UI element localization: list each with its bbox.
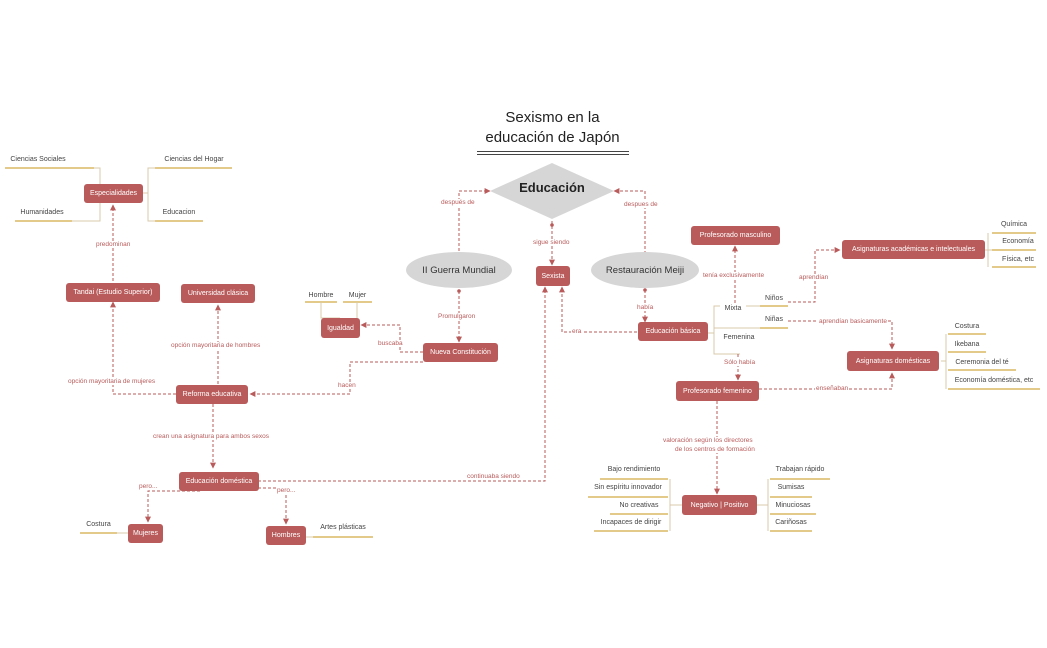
edge-label-pero-right: pero... <box>276 487 297 494</box>
node-igualdad[interactable]: Igualdad <box>321 318 360 338</box>
leaf-carinosas: Cariñosas <box>775 519 807 526</box>
leaf-ikebana: Ikebana <box>954 341 980 348</box>
edge-label-sigue-siendo: sigue siendo <box>532 239 571 246</box>
node-educacion-domestica[interactable]: Educación doméstica <box>179 472 259 491</box>
node-negativo-positivo[interactable]: Negativo | Positivo <box>682 495 757 515</box>
node-tandai[interactable]: Tandai (Estudio Superior) <box>66 283 160 302</box>
edge-label-crean-asignatura: crean una asignatura para ambos sexos <box>152 433 270 440</box>
leaf-economia: Economía <box>1002 238 1034 245</box>
leaf-ninos: Niños <box>765 295 783 302</box>
central-node-label[interactable]: Educación <box>519 180 585 195</box>
edge-label-continuaba-siendo: continuaba siendo <box>466 473 521 480</box>
leaf-artes-plasticas: Artes plásticas <box>320 524 366 531</box>
leaf-fisica: Física, etc <box>1002 256 1034 263</box>
node-mujeres[interactable]: Mujeres <box>128 524 163 543</box>
leaf-femenina: Femenina <box>719 334 759 341</box>
leaf-no-creativas: No creativas <box>619 502 659 509</box>
edge-label-habia: había <box>636 304 655 311</box>
leaf-educacion: Educacion <box>162 209 196 216</box>
edge-label-despues-de-right: despues de <box>623 201 659 208</box>
edge-label-aprendian-basicamente: aprendían basicamente <box>818 318 888 325</box>
edge-label-predominan: predominan <box>95 241 132 248</box>
edge-label-buscaba: buscaba <box>377 340 404 347</box>
node-profesorado-femenino[interactable]: Profesorado femenino <box>676 381 759 401</box>
edge-label-pero-left: pero... <box>138 483 159 490</box>
node-restauracion-meiji[interactable]: Restauración Meiji <box>591 252 699 288</box>
node-especialidades[interactable]: Especialidades <box>84 184 143 203</box>
edge-label-promulgaron: Promulgaron <box>437 313 477 320</box>
node-nueva-constitucion[interactable]: Nueva Constitución <box>423 343 498 362</box>
leaf-minuciosas: Minuciosas <box>775 502 811 509</box>
leaf-trabajan-rapido: Trabajan rápido <box>775 466 825 473</box>
node-asignaturas-domesticas[interactable]: Asignaturas domésticas <box>847 351 939 371</box>
leaf-sumisas: Sumisas <box>777 484 805 491</box>
leaf-ninas: Niñas <box>765 316 783 323</box>
leaf-ceremonia: Ceremonia del té <box>955 359 1009 366</box>
node-ii-guerra-mundial[interactable]: II Guerra Mundial <box>406 252 512 288</box>
leaf-hombre: Hombre <box>308 292 334 299</box>
central-diamond <box>490 163 614 219</box>
title-underline-1 <box>477 151 629 152</box>
edge-label-hacen: hacen <box>337 382 357 389</box>
node-asignaturas-academicas[interactable]: Asignaturas académicas e intelectuales <box>842 240 985 259</box>
node-sexista[interactable]: Sexista <box>536 266 570 286</box>
leaf-bajo-rendimiento: Bajo rendimiento <box>607 466 661 473</box>
node-profesorado-masculino[interactable]: Profesorado masculino <box>691 226 780 245</box>
leaf-ciencias-hogar: Ciencias del Hogar <box>164 156 224 163</box>
leaf-incapaces: Incapaces de dirigir <box>600 519 662 526</box>
edge-label-ensenaban: enseñaban <box>815 385 850 392</box>
edge-label-despues-de-left: después de <box>440 199 476 206</box>
leaf-quimica: Química <box>1000 221 1028 228</box>
edge-label-solo-habia: Sólo había <box>723 359 757 366</box>
leaf-economia-domestica: Economía doméstica, etc <box>954 377 1034 384</box>
node-educacion-basica[interactable]: Educación básica <box>638 322 708 341</box>
leaf-sin-espiritu: Sin espíritu innovador <box>594 484 662 491</box>
title-underline-2 <box>477 154 629 155</box>
edge-label-opcion-hombres: opción mayoritaria de hombres <box>170 342 262 349</box>
leaf-costura-mujeres: Costura <box>86 521 111 528</box>
edge-label-valoracion-1: valoración según los directores <box>662 437 754 444</box>
edge-label-opcion-mujeres: opción mayoritaria de mujeres <box>67 378 157 385</box>
edge-label-aprendian: aprendían <box>798 274 830 281</box>
edge-label-valoracion-2: de los centros de formación <box>674 446 756 453</box>
leaf-mixta: Mixta <box>720 305 746 312</box>
node-reforma-educativa[interactable]: Reforma educativa <box>176 385 248 404</box>
node-universidad-clasica[interactable]: Universidad clásica <box>181 284 255 303</box>
title-line-1: Sexismo en la <box>505 109 600 126</box>
edge-label-tenia-exclusivamente: tenía exclusivamente <box>702 272 766 279</box>
leaf-costura: Costura <box>954 323 980 330</box>
leaf-mujer: Mujer <box>348 292 367 299</box>
edge-label-era: era <box>571 328 583 335</box>
leaf-humanidades: Humanidades <box>20 209 64 216</box>
page-title: Sexismo en la educación de Japón <box>450 108 655 148</box>
leaf-ciencias-sociales: Ciencias Sociales <box>10 156 66 163</box>
title-line-2: educación de Japón <box>485 129 620 146</box>
node-hombres[interactable]: Hombres <box>266 526 306 545</box>
